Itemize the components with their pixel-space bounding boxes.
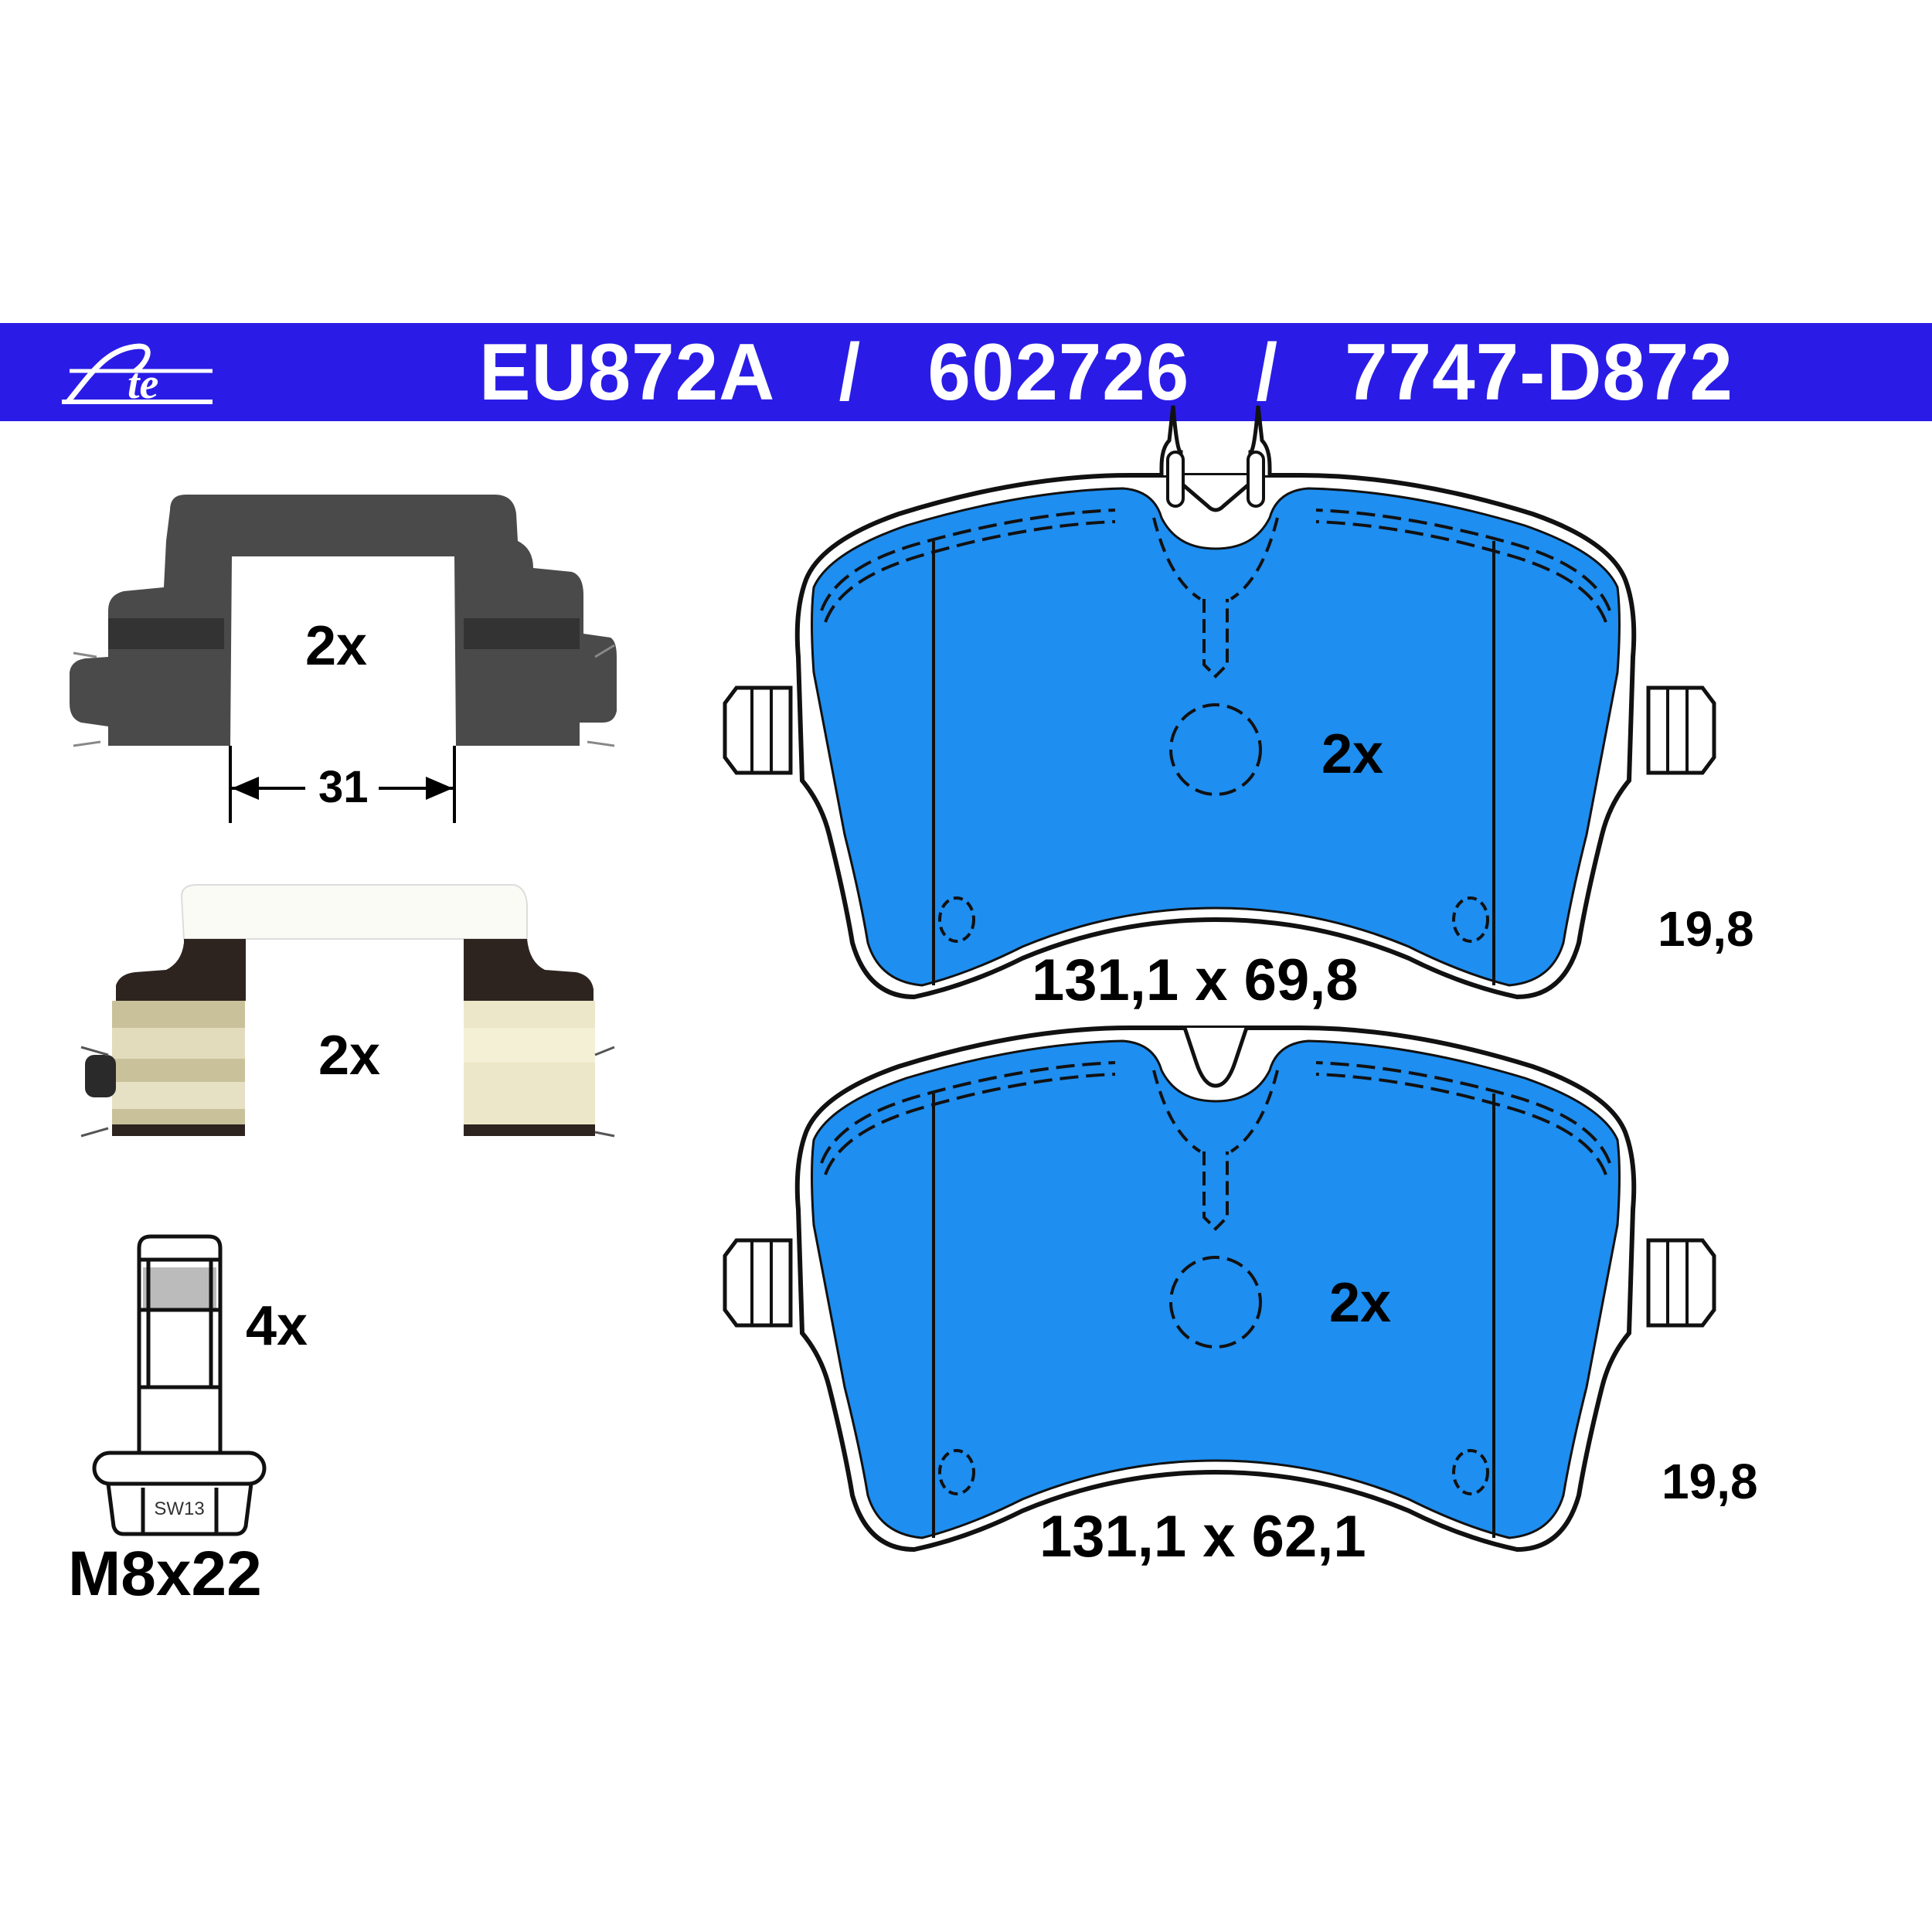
metal-clip-icon: [80, 884, 615, 1138]
pad-1-thickness: 19,8: [1658, 901, 1754, 957]
brake-pad-2-icon: [725, 1028, 1714, 1549]
pad-2-quantity: 2x: [1329, 1272, 1392, 1334]
pad-2-dimensions: 131,1 x 62,1: [1039, 1504, 1366, 1570]
pad-1-quantity: 2x: [1321, 723, 1384, 785]
metal-clip-quantity: 2x: [318, 1025, 381, 1087]
clip-width-dimension: 31: [315, 761, 372, 813]
part-number-2: 602726: [927, 328, 1190, 417]
ate-logo-icon: te: [62, 343, 213, 408]
separator: /: [1256, 328, 1279, 417]
part-number-ate: EU872A: [479, 328, 773, 417]
separator: /: [838, 328, 862, 417]
header-banner: [0, 323, 1932, 421]
svg-text:te: te: [128, 360, 158, 408]
pad-2-thickness: 19,8: [1662, 1454, 1758, 1509]
wrench-size-label: SW13: [154, 1498, 204, 1519]
bolt-quantity: 4x: [246, 1295, 308, 1357]
brake-pad-1-icon: [725, 405, 1714, 997]
dark-clip-quantity: 2x: [305, 615, 368, 677]
pad-1-dimensions: 131,1 x 69,8: [1032, 947, 1359, 1013]
part-numbers: EU872A / 602726 / 7747-D872: [479, 325, 1733, 421]
part-number-3: 7747-D872: [1345, 328, 1733, 417]
bolt-icon: [92, 1234, 267, 1536]
bolt-thread-size: M8x22: [68, 1539, 262, 1609]
dark-clip-icon: [70, 495, 617, 823]
